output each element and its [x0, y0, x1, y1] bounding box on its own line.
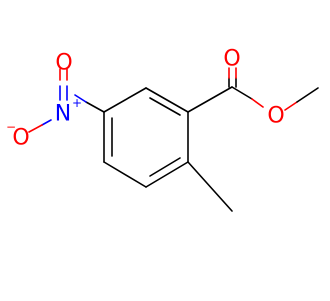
ring-bond-c1-c2	[145, 87, 189, 113]
nitro-bottom-oxygen-charge-label: −	[6, 120, 16, 134]
methyl-bond	[187, 161, 233, 212]
nitrogen-oxygen-single-bond-blue	[41, 119, 52, 126]
ring-to-nitrogen-bond-blue	[74, 94, 87, 103]
nitro-group: O N + O −	[6, 51, 105, 151]
nitrogen-oxygen-single-bond-red	[28, 124, 43, 133]
nitro-bottom-oxygen-label: O	[12, 126, 29, 151]
ring-bond-c4-c5	[103, 161, 147, 188]
ester-oxygen-to-methyl-bond-red	[284, 101, 298, 111]
nitro-nitrogen-label: N	[55, 102, 71, 127]
carbonyl-oxygen-label: O	[223, 47, 240, 72]
methyl-ester-group: O O	[187, 47, 319, 129]
ester-methyl-bond	[296, 87, 319, 103]
ring-bond-c3-c4	[145, 161, 189, 188]
nitro-top-oxygen-label: O	[55, 51, 72, 76]
ring-bond-c6-c1	[103, 87, 147, 113]
ring-to-nitrogen-bond	[85, 101, 105, 113]
ring-to-carbonyl-bond	[187, 86, 233, 113]
carbonyl-to-ester-oxygen-bond	[231, 86, 253, 100]
carbonyl-to-ester-oxygen-bond-red	[251, 98, 264, 108]
nitro-nitrogen-charge-label: +	[72, 96, 82, 110]
ester-oxygen-label: O	[267, 104, 284, 129]
ring-inner-double-bond-1	[149, 97, 181, 116]
benzene-ring	[103, 87, 189, 188]
ring-inner-double-bond-2	[149, 157, 181, 177]
